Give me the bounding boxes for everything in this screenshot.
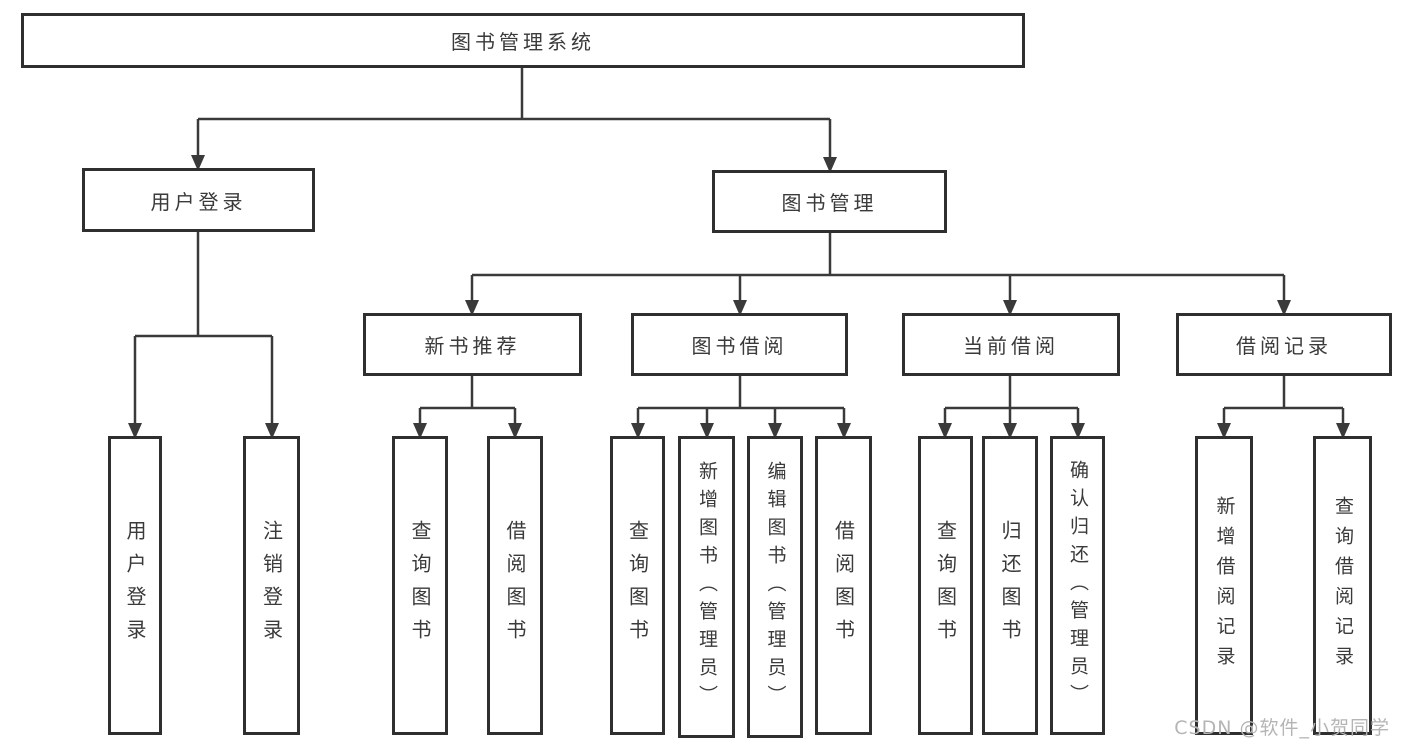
node-book-management: 图书管理 <box>712 170 947 233</box>
node-borrow-books-borrowing: 借阅图书 <box>815 436 872 735</box>
leaf-label: 用户登录 <box>123 519 147 652</box>
node-current-borrowing: 当前借阅 <box>902 313 1120 376</box>
node-edit-books-admin: 编辑图书（管理员） <box>747 436 803 738</box>
node-user-login-leaf: 用户登录 <box>108 436 162 735</box>
node-logout: 注销登录 <box>243 436 300 735</box>
leaf-label: 注销登录 <box>259 519 284 652</box>
node-return-books: 归还图书 <box>982 436 1038 735</box>
leaf-label: 借阅图书 <box>831 519 856 652</box>
node-add-borrow-record: 新增借阅记录 <box>1195 436 1253 735</box>
leaf-label: 查询图书 <box>408 519 432 652</box>
leaf-label: 借阅图书 <box>503 519 527 652</box>
node-query-borrow-record: 查询借阅记录 <box>1313 436 1372 735</box>
leaf-label: 查询图书 <box>933 519 958 652</box>
node-root: 图书管理系统 <box>21 13 1025 68</box>
node-new-book-recommend: 新书推荐 <box>363 313 582 376</box>
watermark: CSDN @软件_小贺同学 <box>1174 717 1390 739</box>
node-query-books-recommend: 查询图书 <box>392 436 448 735</box>
leaf-label: 查询借阅记录 <box>1332 495 1354 676</box>
leaf-label: 新增图书（管理员） <box>696 461 718 713</box>
node-confirm-return-admin: 确认归还（管理员） <box>1050 436 1105 735</box>
leaf-label: 新增借阅记录 <box>1213 495 1236 676</box>
node-user-login: 用户登录 <box>82 168 315 232</box>
leaf-label: 归还图书 <box>998 519 1022 652</box>
node-query-books-current: 查询图书 <box>918 436 973 735</box>
leaf-label: 确认归还（管理员） <box>1067 459 1089 712</box>
leaf-label: 编辑图书（管理员） <box>764 461 787 713</box>
node-borrow-books-recommend: 借阅图书 <box>487 436 543 735</box>
node-book-borrowing: 图书借阅 <box>631 313 848 376</box>
leaf-label: 查询图书 <box>625 519 650 652</box>
node-borrowing-records: 借阅记录 <box>1176 313 1392 376</box>
node-query-books-borrowing: 查询图书 <box>610 436 665 735</box>
node-add-books-admin: 新增图书（管理员） <box>678 436 735 738</box>
